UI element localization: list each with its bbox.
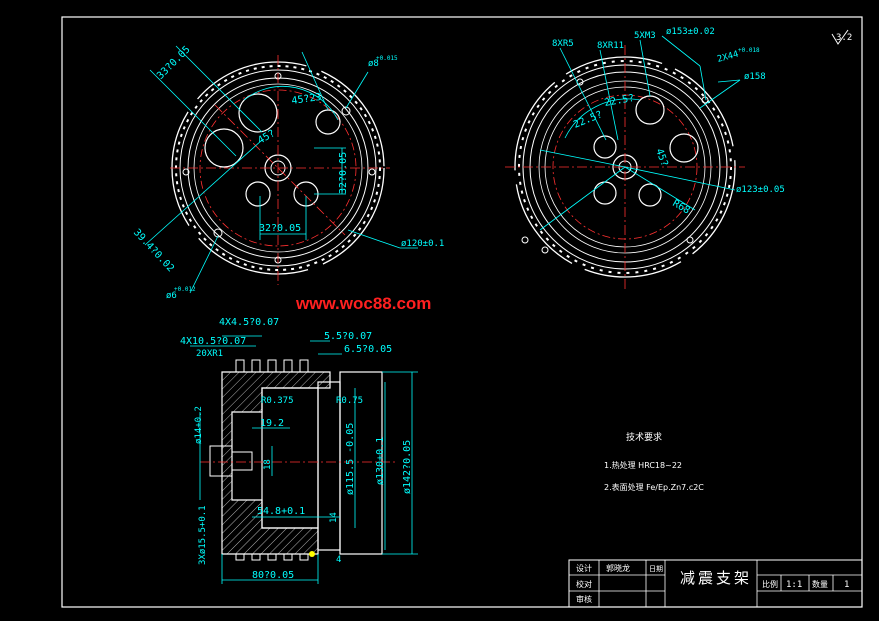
dim-8xr5: 8XR5 [552, 39, 574, 49]
drawing-border [61, 16, 863, 608]
dim-80: 80?0.05 [252, 570, 294, 581]
section-view: 4X4.5?0.07 4X10.5?0.07 20XR1 5.5?0.07 6.… [180, 317, 418, 584]
dim-phi8-tol: +0.015 [376, 55, 398, 62]
hole-marker [309, 551, 315, 557]
roughness-value: 3.2 [836, 33, 852, 43]
technical-requirements: 技术要求 1.热处理 HRC18~22 2.表面处理 Fe/Ep.Zn7.c2C [604, 431, 704, 492]
label-date: 日期 [649, 565, 663, 573]
title-block: 设计 郭晓龙 日期 校对 审核 减震支架 比例 1:1 数量 1 [568, 559, 863, 608]
dim-20xr1: 20XR1 [196, 349, 223, 359]
dim-4: 4 [336, 555, 341, 565]
dim-8xr11: 8XR11 [597, 41, 624, 51]
dim-phi142: ø142?0.05 [402, 440, 413, 494]
dim-phi6-tol: +0.012 [174, 286, 196, 293]
dim-5xm3: 5XM3 [634, 31, 656, 41]
tech-req-item-1: 1.热处理 HRC18~22 [604, 460, 682, 470]
dim-6-5: 6.5?0.05 [344, 344, 392, 355]
dim-3x15: 3Xø15.5+0.1 [198, 505, 208, 565]
part-name: 减震支架 [680, 569, 752, 587]
watermark: www.woc88.com [295, 294, 431, 313]
roughness-symbol: 3.2 [831, 29, 852, 45]
label-scale: 比例 [762, 579, 778, 589]
dim-45-23: 45?23 [291, 92, 322, 107]
dim-4x10-5: 4X10.5?0.07 [180, 336, 246, 347]
dim-phi158: ø158 [744, 72, 766, 82]
dim-14: 14 [329, 512, 339, 523]
quantity-value: 1 [844, 580, 849, 590]
scale-value: 1:1 [786, 580, 802, 590]
dim-32-vertical: 32?0.05 [338, 152, 349, 194]
dim-phi120: ø120±0.1 [401, 239, 444, 249]
dim-phi130: ø130+0.1 [375, 437, 386, 485]
label-check: 校对 [576, 579, 592, 589]
dim-5-5: 5.5?0.07 [324, 331, 372, 342]
dim-r0-375: R0.375 [261, 396, 294, 406]
dim-2x44-tol: +0.018 [738, 47, 760, 54]
dim-54-8: 54.8+0.1 [257, 506, 305, 517]
label-quantity: 数量 [812, 579, 828, 589]
designer-name: 郭晓龙 [606, 563, 630, 573]
dim-22: 22.5? [604, 93, 636, 109]
dim-r0-75: R0.75 [336, 396, 363, 406]
tech-req-item-2: 2.表面处理 Fe/Ep.Zn7.c2C [604, 482, 704, 492]
dim-18: 18 [263, 459, 273, 470]
dim-phi14: ø14+0.2 [194, 406, 204, 444]
label-review: 审核 [576, 594, 592, 604]
tech-req-title: 技术要求 [626, 431, 662, 443]
dim-32-horizontal: 32?0.05 [259, 223, 301, 234]
dim-phi6: ø6 [166, 291, 177, 301]
dim-phi8: ø8 [368, 59, 379, 69]
dim-phi115: ø115.5 -0.05 [345, 423, 356, 495]
label-design: 设计 [576, 563, 592, 573]
dim-19-2: 19.2 [260, 418, 284, 429]
dim-phi123: ø123±0.05 [736, 185, 785, 195]
dim-4x4-5: 4X4.5?0.07 [219, 317, 279, 328]
dim-phi153: ø153±0.02 [666, 27, 715, 37]
